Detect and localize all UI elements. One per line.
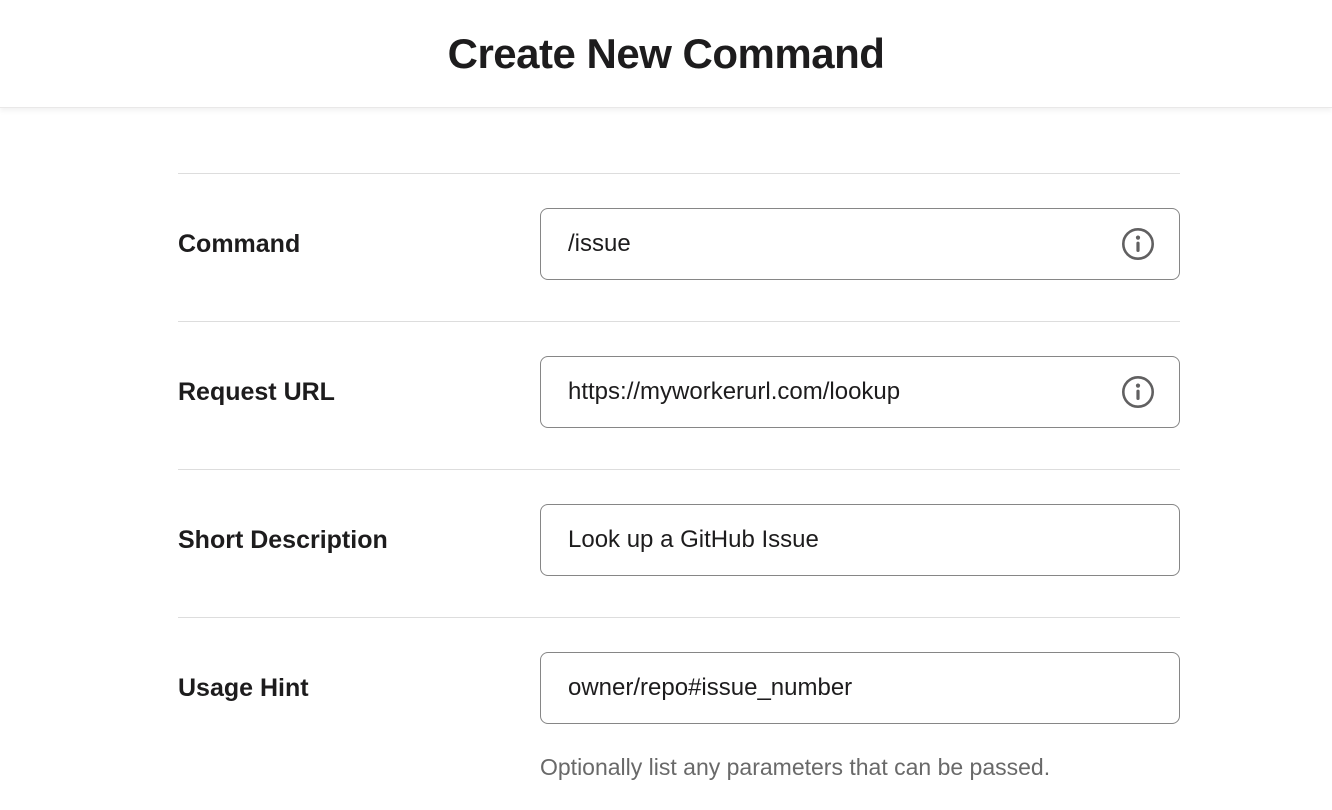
form-row-usage-hint: Usage Hint Optionally list any parameter… [178, 617, 1180, 810]
form-row-short-description: Short Description [178, 469, 1180, 617]
form-row-request-url: Request URL [178, 321, 1180, 469]
usage-hint-input[interactable] [540, 652, 1180, 724]
page-title: Create New Command [447, 29, 885, 77]
info-icon[interactable] [1121, 227, 1155, 261]
command-label: Command [178, 229, 301, 258]
request-url-input[interactable] [540, 356, 1180, 428]
command-input[interactable] [540, 208, 1180, 280]
usage-hint-label: Usage Hint [178, 673, 309, 702]
usage-hint-helper-text: Optionally list any parameters that can … [540, 754, 1051, 780]
form-row-command: Command [178, 173, 1180, 321]
short-description-label: Short Description [178, 525, 388, 554]
short-description-input[interactable] [540, 504, 1180, 576]
info-icon[interactable] [1121, 375, 1155, 409]
request-url-label: Request URL [178, 377, 335, 406]
page-header: Create New Command [0, 0, 1332, 108]
create-command-form: Command Request URL [178, 173, 1180, 810]
